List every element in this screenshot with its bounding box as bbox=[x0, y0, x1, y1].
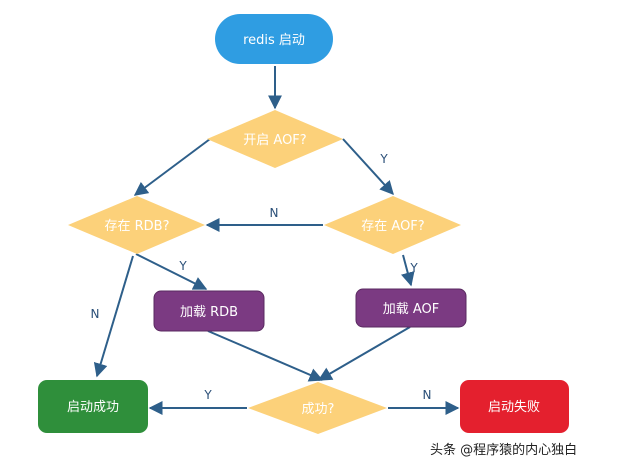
label-aof-exists-yes: Y bbox=[409, 261, 418, 275]
node-rdb-exists-decision: 存在 RDB? bbox=[68, 196, 205, 254]
edge-load-aof-to-check bbox=[317, 326, 411, 381]
node-aof-exists-label: 存在 AOF? bbox=[361, 219, 424, 234]
edge-aof-exists-to-load-aof bbox=[400, 254, 415, 287]
node-load-rdb-label: 加载 RDB bbox=[180, 305, 238, 320]
edge-load-rdb-to-check bbox=[207, 330, 324, 382]
label-aof-yes: Y bbox=[379, 152, 388, 166]
edges bbox=[93, 66, 460, 415]
edge-aof-to-rdb-exists bbox=[133, 138, 211, 196]
node-load-rdb: 加载 RDB bbox=[153, 290, 265, 332]
label-rdb-exists-no: N bbox=[91, 307, 100, 321]
node-success-decision: 成功? bbox=[248, 382, 387, 434]
label-success-no: N bbox=[423, 388, 432, 402]
node-startup-failure: 启动失败 bbox=[460, 380, 569, 433]
node-start: redis 启动 bbox=[215, 14, 333, 64]
node-startup-success: 启动成功 bbox=[38, 380, 148, 433]
node-aof-exists-decision: 存在 AOF? bbox=[324, 196, 461, 254]
node-rdb-exists-label: 存在 RDB? bbox=[105, 219, 170, 234]
edge-rdb-exists-to-load-rdb bbox=[135, 253, 208, 290]
node-load-aof-label: 加载 AOF bbox=[383, 302, 440, 317]
label-success-yes: Y bbox=[203, 388, 212, 402]
node-start-label: redis 启动 bbox=[243, 33, 305, 48]
edge-rdb-exists-to-success bbox=[93, 255, 134, 378]
node-startup-failure-label: 启动失败 bbox=[488, 400, 540, 415]
node-startup-success-label: 启动成功 bbox=[67, 400, 119, 415]
label-rdb-exists-yes: Y bbox=[178, 259, 187, 273]
watermark: 头条 @程序猿的内心独白 bbox=[430, 443, 578, 458]
edge-aof-to-aof-exists bbox=[342, 138, 394, 196]
node-aof-enabled-label: 开启 AOF? bbox=[243, 133, 306, 148]
node-success-decision-label: 成功? bbox=[302, 402, 335, 417]
node-load-aof: 加载 AOF bbox=[355, 288, 467, 328]
node-aof-enabled-decision: 开启 AOF? bbox=[207, 110, 343, 168]
label-aof-exists-no: N bbox=[270, 206, 279, 220]
